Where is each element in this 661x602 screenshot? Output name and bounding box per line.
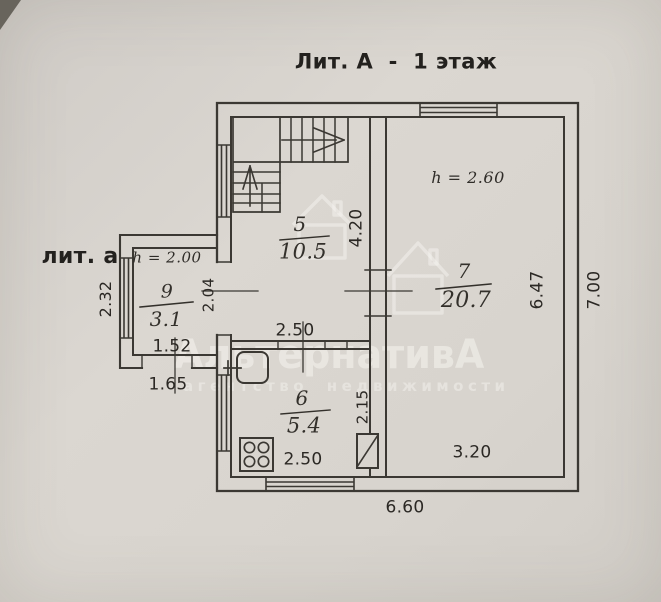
- partition-wall-rooms5-6-to-7: [369, 116, 387, 478]
- stove-icon: [239, 437, 274, 472]
- dim-room6-depth: 2.15: [353, 389, 372, 425]
- watermark-house-icon: [386, 241, 450, 315]
- dim-room5-depth: 4.20: [346, 208, 367, 248]
- window-top: [419, 102, 498, 118]
- room-9-area: 3.1: [149, 307, 183, 331]
- dim-room7-width: 3.20: [452, 442, 492, 463]
- scan-corner-artifact: [0, 0, 21, 30]
- room-9-number: 9: [160, 280, 174, 303]
- room-7-area: 20.7: [440, 288, 492, 313]
- flue-icon: [355, 433, 380, 469]
- partition-wall-room5-to-room6: [230, 340, 371, 350]
- room-6-fraction-line: [280, 409, 331, 415]
- room-7-number: 7: [457, 259, 471, 283]
- window-left-upper: [216, 144, 232, 218]
- dim-annex-depth: 2.32: [96, 280, 115, 318]
- building-outer-wall: [215, 101, 580, 493]
- window-annex-left: [119, 257, 134, 339]
- annex-label: лит. а: [41, 244, 119, 269]
- room-9-height-note: h = 2.00: [132, 248, 202, 267]
- dim-room7-depth: 6.47: [527, 270, 548, 310]
- dimension-lines: [174, 290, 413, 394]
- dim-room9-depth: 2.04: [199, 277, 218, 313]
- sink-icon: [223, 351, 269, 384]
- dim-room5-width: 2.50: [275, 320, 315, 341]
- doorway-jamb-ticks: [216, 261, 392, 350]
- dim-building-width: 6.60: [385, 497, 425, 518]
- room-6-area: 5.4: [286, 413, 322, 438]
- room-5-fraction-line: [279, 235, 330, 241]
- room-9-fraction-line: [139, 301, 194, 308]
- building-inner-wall: [230, 116, 565, 478]
- stair-arrow-up-icon: [242, 165, 258, 207]
- annex-door-jambs: [141, 354, 193, 369]
- room-7-fraction-line: [435, 283, 492, 290]
- window-bottom: [265, 476, 355, 492]
- dim-room9-width: 1.52: [152, 336, 192, 357]
- room-7-height-note: h = 2.60: [431, 168, 505, 187]
- room-5-area: 10.5: [279, 239, 327, 264]
- dim-annex-width: 1.65: [148, 374, 188, 395]
- room-6-number: 6: [295, 386, 309, 410]
- watermark-house-icon: [291, 194, 353, 260]
- watermark-tagline: агентство недвижимости: [183, 377, 510, 395]
- stair-arrow-right-icon: [281, 126, 346, 154]
- dim-building-depth: 7.00: [584, 270, 605, 310]
- floor-plan-title: Лит. А - 1 этаж: [294, 49, 498, 74]
- watermark-brand: АльтернативА: [174, 332, 485, 378]
- room-label-fraction-lines: [139, 235, 492, 415]
- room-5-number: 5: [293, 212, 307, 236]
- annex-outer-wall: [118, 233, 219, 370]
- window-left-lower: [216, 374, 232, 452]
- dim-room6-width: 2.50: [283, 449, 323, 470]
